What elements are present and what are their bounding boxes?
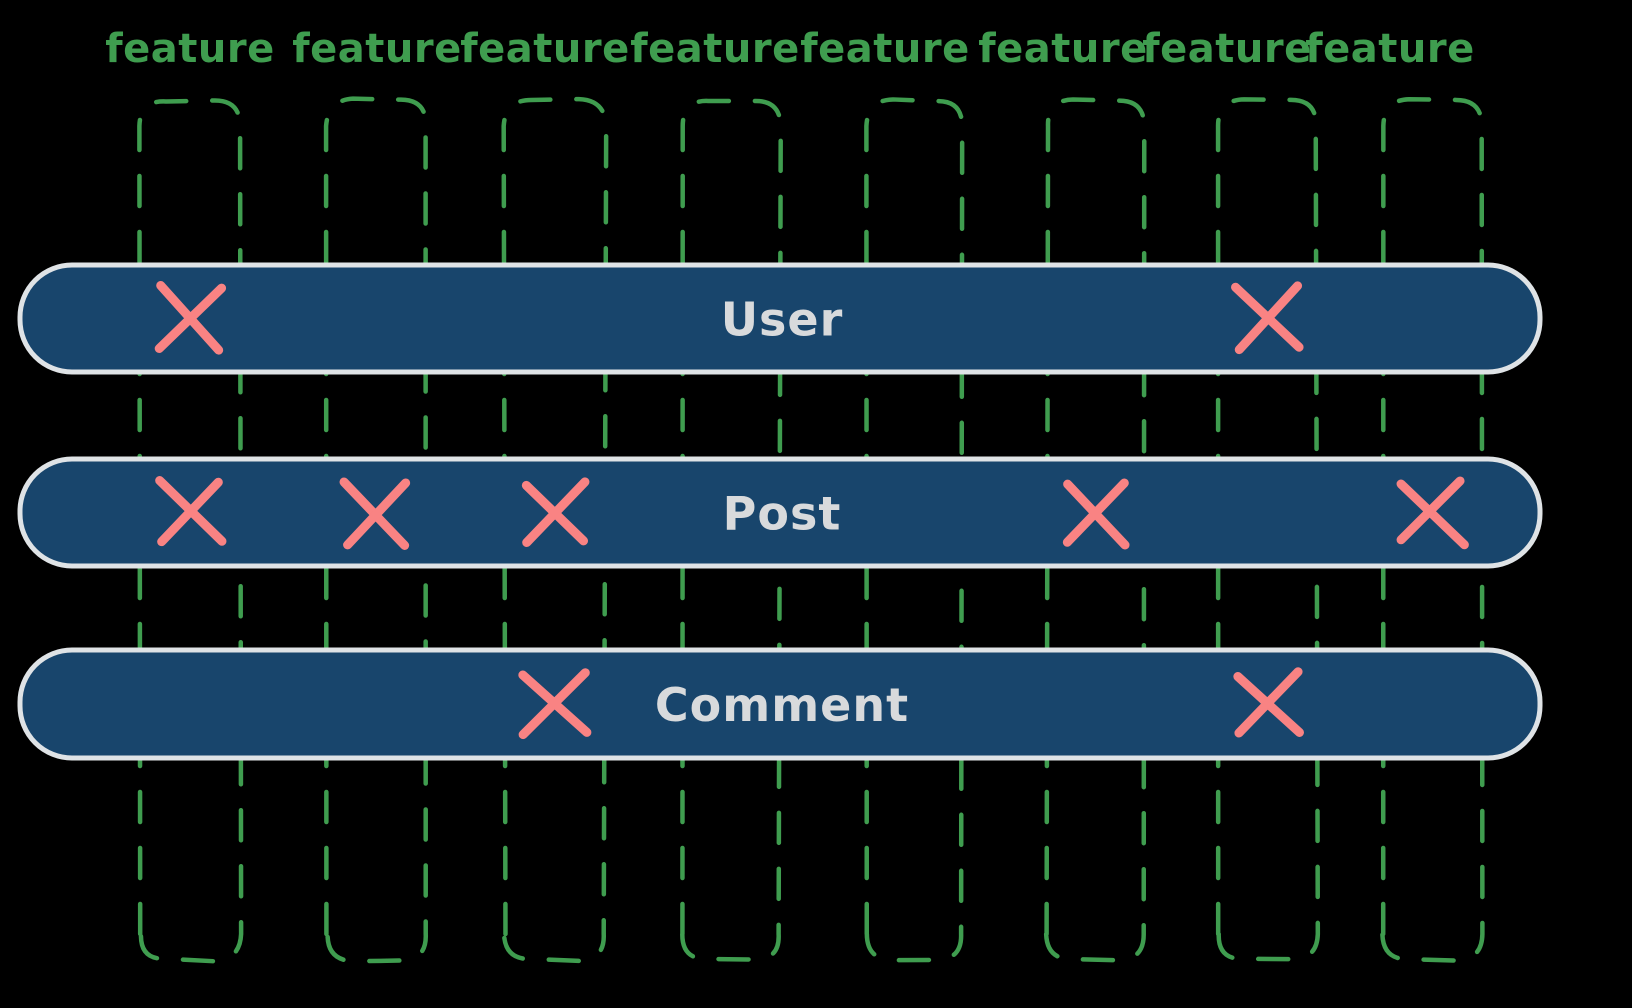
- cross-mark[interactable]: [1233, 667, 1304, 738]
- cross-mark[interactable]: [1231, 281, 1304, 355]
- entity-bar-comment[interactable]: [17, 647, 1543, 761]
- cross-mark[interactable]: [518, 668, 592, 740]
- feature-label-8: feature: [1305, 26, 1474, 72]
- feature-label-3: feature: [460, 26, 629, 72]
- feature-label-4: feature: [630, 26, 799, 72]
- entity-label-user: User: [721, 293, 844, 347]
- cross-mark[interactable]: [155, 476, 227, 547]
- cross-mark[interactable]: [521, 477, 590, 548]
- feature-column-2[interactable]: [323, 96, 428, 964]
- entity-label-post: Post: [723, 487, 842, 541]
- feature-label-7: feature: [1142, 26, 1311, 72]
- feature-columns-layer: [137, 96, 1485, 964]
- feature-label-5: feature: [800, 26, 969, 72]
- feature-column-1[interactable]: [137, 98, 244, 964]
- feature-label-1: feature: [105, 26, 274, 72]
- cross-mark[interactable]: [1062, 478, 1130, 550]
- entity-bar-user[interactable]: [17, 262, 1543, 375]
- cross-mark[interactable]: [154, 281, 227, 355]
- feature-column-3[interactable]: [501, 96, 609, 964]
- feature-label-6: feature: [978, 26, 1147, 72]
- cross-mark[interactable]: [1396, 476, 1469, 550]
- feature-label-2: feature: [292, 26, 461, 72]
- cross-mark[interactable]: [339, 477, 411, 550]
- entity-label-comment: Comment: [655, 678, 909, 732]
- cross-marks-layer: [154, 281, 1469, 740]
